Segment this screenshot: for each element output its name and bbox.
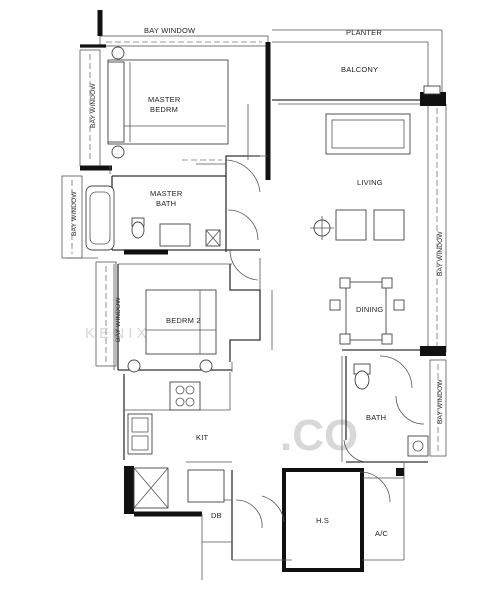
furniture: [85, 46, 429, 509]
label-master-bedrm-line2: BEDRM: [150, 105, 178, 114]
label-ac: A/C: [375, 529, 388, 538]
label-bay-window-bath: BAY WINDOW: [71, 191, 78, 236]
walls: [66, 10, 446, 580]
watermark: K E N I X C H O .CO: [85, 325, 358, 460]
label-bay-window-master: BAY WINDOW: [90, 83, 97, 128]
room-labels: BAY WINDOW PLANTER BALCONY MASTER BEDRM …: [71, 26, 444, 538]
label-bath: BATH: [366, 413, 386, 422]
label-bay-window-right: BAY WINDOW: [437, 231, 444, 276]
label-db: DB: [211, 511, 222, 520]
label-balcony: BALCONY: [341, 65, 378, 74]
label-planter: PLANTER: [346, 28, 382, 37]
label-bay-window-bath2: BAY WINDOW: [437, 379, 444, 424]
label-master-bath-line1: MASTER: [150, 189, 183, 198]
label-kit: KIT: [196, 433, 208, 442]
label-master-bedrm-line1: MASTER: [148, 95, 181, 104]
label-hs: H.S: [316, 516, 329, 525]
label-master-bath-line2: BATH: [156, 199, 176, 208]
label-living: LIVING: [357, 178, 383, 187]
watermark-mark: .CO: [280, 411, 358, 460]
label-bay-window-top: BAY WINDOW: [144, 26, 196, 35]
label-bay-window-bedrm2: BAY WINDOW: [115, 297, 122, 342]
doors: [225, 159, 425, 529]
bay-window-frames: [61, 29, 447, 457]
label-dining: DINING: [356, 305, 383, 314]
label-bedrm-2: BEDRM 2: [166, 316, 201, 325]
